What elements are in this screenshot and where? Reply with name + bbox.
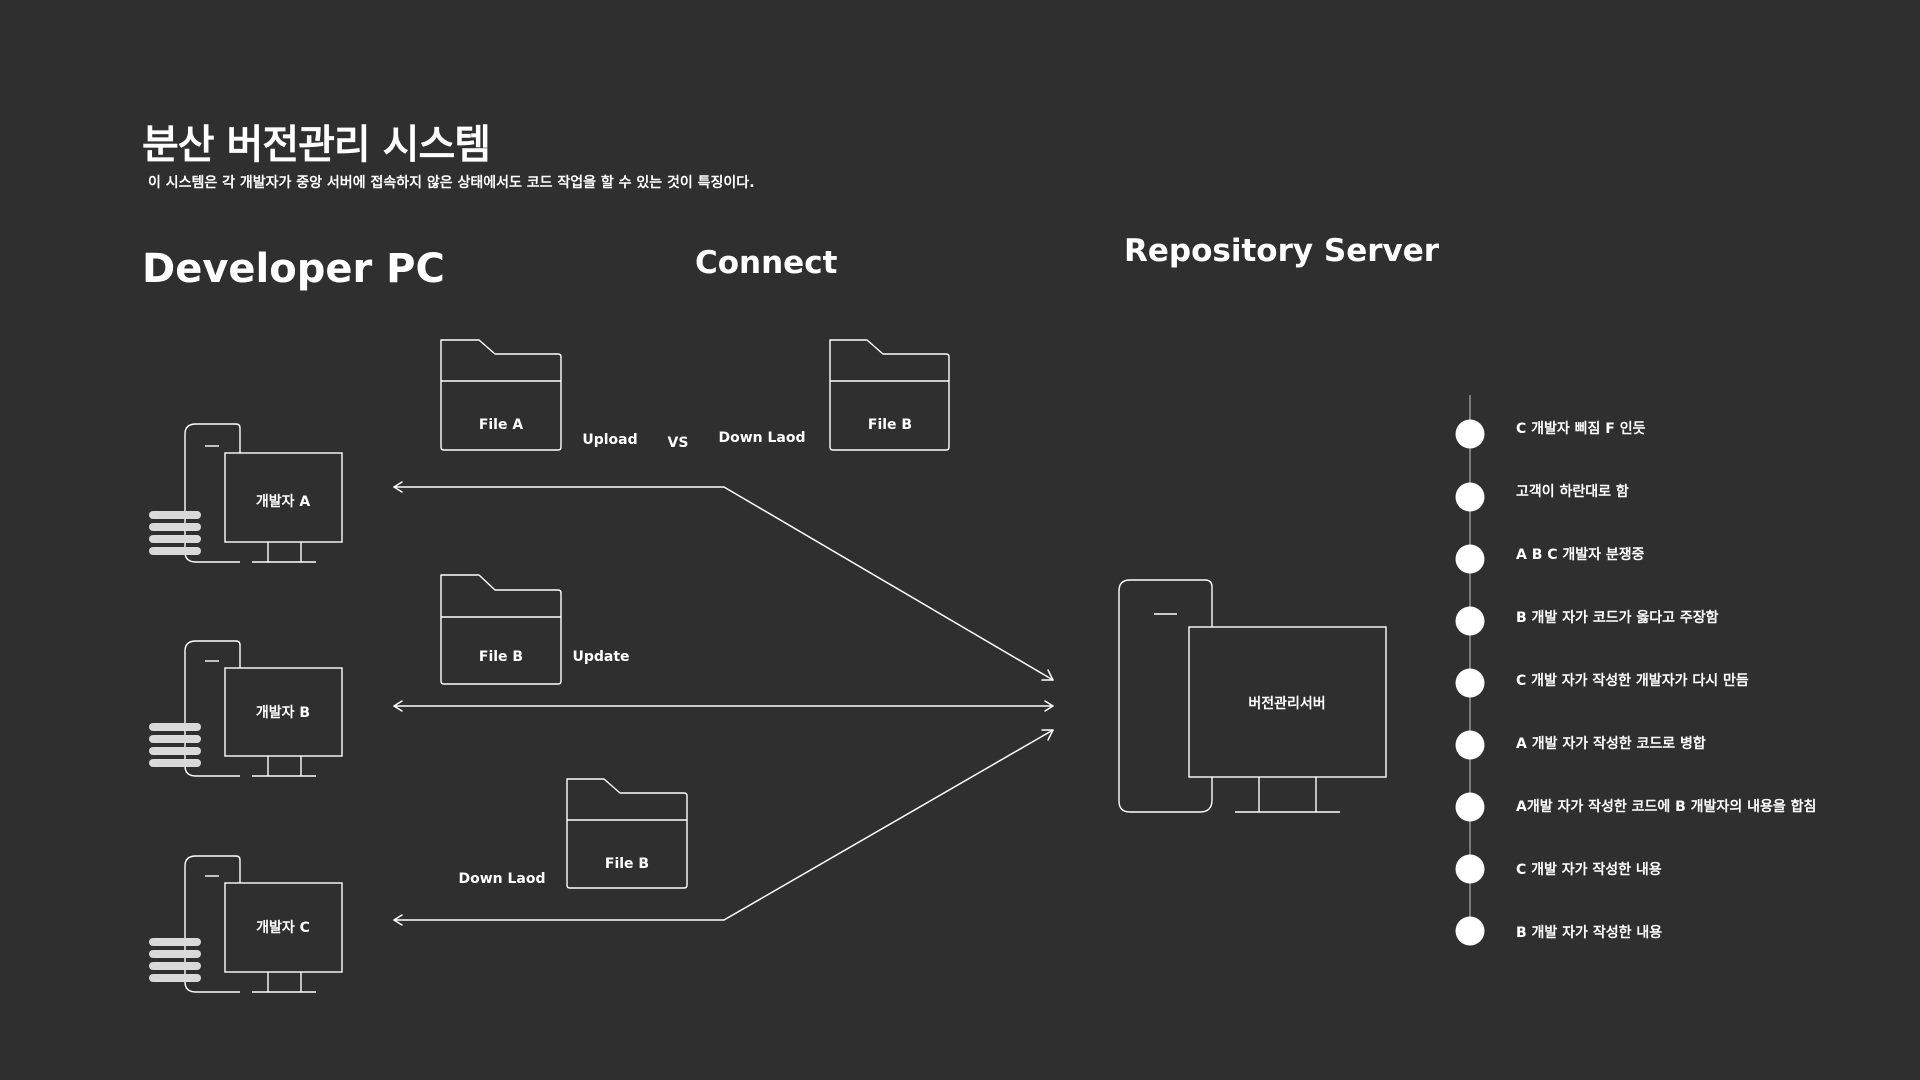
page-subtitle: 이 시스템은 각 개발자가 중앙 서버에 접속하지 않은 상태에서도 코드 작업… (148, 175, 755, 191)
file-label: File A (478, 417, 524, 433)
download-label: Down Laod (458, 871, 546, 887)
timeline-item: C 개발 자가 작성한 개발자가 다시 만듬 (1516, 673, 1749, 689)
developer-a-label: 개발자 A (255, 494, 311, 510)
timeline-dot (1455, 544, 1485, 574)
timeline-item: A개발 자가 작성한 코드에 B 개발자의 내용을 합침 (1516, 799, 1817, 815)
connection-line-b (393, 700, 1054, 712)
update-label: Update (572, 649, 630, 665)
timeline-item: 고객이 하란대로 함 (1516, 484, 1629, 500)
file-label: File B (478, 649, 524, 665)
developer-pc-b (184, 640, 343, 777)
timeline-item: B 개발 자가 코드가 옳다고 주장함 (1516, 610, 1719, 626)
page-title: 분산 버전관리 시스템 (142, 122, 491, 168)
disk-stack-icon (149, 723, 201, 767)
file-label: File B (867, 417, 913, 433)
timeline-dot (1455, 730, 1485, 760)
timeline (1455, 395, 1485, 946)
connect-heading: Connect (695, 245, 838, 281)
timeline-item: B 개발 자가 작성한 내용 (1516, 925, 1663, 941)
timeline-dot (1455, 854, 1485, 884)
folder-icon (566, 778, 688, 889)
timeline-item: C 개발자 삐짐 F 인듯 (1516, 421, 1646, 437)
developer-pc-c (184, 855, 343, 993)
repository-server-computer (1118, 579, 1387, 813)
connection-line-a (393, 481, 1054, 681)
folder-icon (440, 339, 562, 451)
developer-c-label: 개발자 C (256, 920, 310, 936)
timeline-dot (1455, 482, 1485, 512)
disk-stack-icon (149, 938, 201, 982)
folder-icon (440, 574, 562, 685)
timeline-item: C 개발 자가 작성한 내용 (1516, 862, 1662, 878)
timeline-dot (1455, 419, 1485, 449)
connection-line-c (393, 729, 1054, 926)
upload-label: Upload (582, 432, 638, 448)
timeline-item: A B C 개발자 분쟁중 (1516, 547, 1645, 563)
folder-icon (829, 339, 950, 451)
timeline-dot (1455, 916, 1485, 946)
timeline-item: A 개발 자가 작성한 코드로 병합 (1516, 736, 1706, 752)
repository-server-heading: Repository Server (1124, 233, 1440, 269)
disk-stack-icon (149, 511, 201, 555)
developer-b-label: 개발자 B (255, 705, 311, 721)
developer-pc-heading: Developer PC (142, 246, 445, 292)
file-label: File B (604, 856, 650, 872)
timeline-dot (1455, 668, 1485, 698)
timeline-dot (1455, 792, 1485, 822)
download-label: Down Laod (718, 430, 806, 446)
timeline-dot (1455, 606, 1485, 636)
vs-label: VS (667, 435, 689, 451)
server-label: 버전관리서버 (1248, 696, 1326, 712)
